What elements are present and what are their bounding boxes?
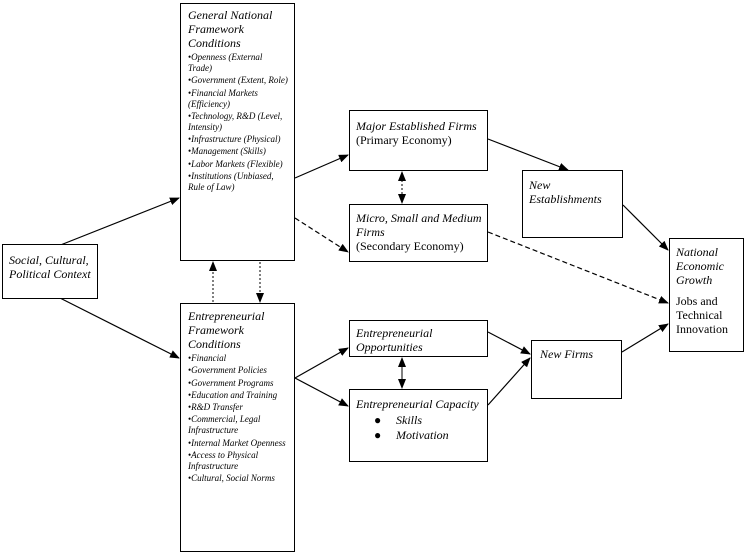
arrow-context-to-general [57,197,180,247]
list-item: Financial Markets (Efficiency) [188,88,288,110]
arrow-context-to-entrepreneurial [57,296,180,359]
general-framework-list: Openness (External Trade) Government (Ex… [188,52,288,193]
list-item: Internal Market Openness [188,438,288,449]
list-item: Institutions (Unbiased, Rule of Law) [188,171,288,193]
list-item: Labor Markets (Flexible) [188,159,288,170]
list-item: Financial [188,353,288,364]
list-item: Technology, R&D (Level, Intensity) [188,111,288,133]
major-firms-title: Major Established Firms [356,119,477,133]
list-item: Education and Training [188,390,288,401]
national-growth-box: National Economic Growth Jobs and Techni… [669,238,744,352]
list-item: R&D Transfer [188,402,288,413]
list-item: Government Programs [188,378,288,389]
list-item: Government (Extent, Role) [188,75,288,86]
arrow-general-to-major [294,154,349,179]
list-item: Cultural, Social Norms [188,473,288,484]
capacity-box: Entrepreneurial Capacity ●Skills ●Motiva… [349,389,488,462]
micro-firms-subtitle: (Secondary Economy) [356,239,464,253]
general-framework-title: General National Framework Conditions [188,8,273,50]
national-growth-subtitle: Jobs and Technical Innovation [676,294,728,336]
arrow-micro-to-growth [487,231,669,304]
general-framework-box: General National Framework Conditions Op… [180,3,295,261]
arrow-capacity-to-newfirms [487,357,531,406]
list-item: Access to Physical Infrastructure [188,450,288,472]
list-item: Infrastructure (Physical) [188,134,288,145]
new-establishments-box: New Establishments [522,170,623,238]
arrow-entrepreneurial-to-opportunities [294,347,349,379]
arrow-entrepreneurial-to-capacity [294,377,349,407]
arrow-general-to-micro [294,217,349,253]
capacity-title: Entrepreneurial Capacity [356,397,479,411]
opportunities-title: Entrepreneurial Opportunities [356,326,433,354]
capacity-list: ●Skills ●Motivation [374,413,483,443]
arrow-opportunities-to-newfirms [487,331,531,355]
entrepreneurial-framework-title: Entrepreneurial Framework Conditions [188,309,265,351]
social-context-box: Social, Cultural, Political Context [2,244,98,299]
list-item: Openness (External Trade) [188,52,288,74]
major-firms-subtitle: (Primary Economy) [356,133,452,147]
social-context-title: Social, Cultural, Political Context [9,253,91,281]
list-item: Commercial, Legal Infrastructure [188,414,288,436]
new-firms-title: New Firms [540,347,594,361]
list-item: Management (Skills) [188,146,288,157]
major-firms-box: Major Established Firms (Primary Economy… [349,110,488,171]
opportunities-box: Entrepreneurial Opportunities [349,320,488,357]
new-firms-box: New Firms [531,340,622,399]
list-item: ●Skills [374,413,422,427]
list-item: ●Motivation [374,428,449,442]
entrepreneurial-framework-list: Financial Government Policies Government… [188,353,288,484]
national-growth-title: National Economic Growth [676,245,724,287]
micro-firms-box: Micro, Small and Medium Firms (Secondary… [349,204,488,262]
arrow-establishments-to-growth [622,204,669,251]
micro-firms-title: Micro, Small and Medium Firms [356,211,482,239]
list-item: Government Policies [188,365,288,376]
entrepreneurial-framework-box: Entrepreneurial Framework Conditions Fin… [180,303,295,552]
new-establishments-title: New Establishments [529,178,602,206]
arrow-newfirms-to-growth [621,323,669,353]
arrow-major-to-establishments [487,138,569,171]
